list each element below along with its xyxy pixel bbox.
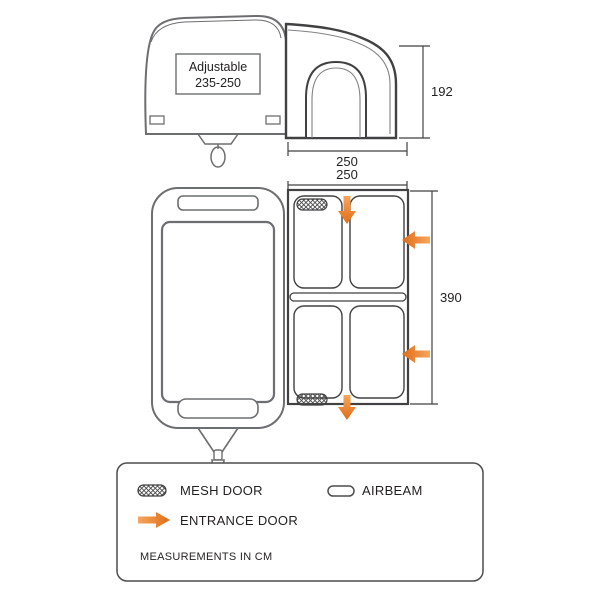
caravan-plan-rear-window (177, 398, 259, 419)
airbeam-icon (327, 485, 355, 497)
plan-depth-dim-value: 390 (440, 290, 462, 305)
caravan-hitch-bracket (196, 133, 240, 145)
width-dimension-250-plan (287, 181, 408, 189)
entrance-door-arrow-right-upper (402, 231, 430, 249)
awning-cell-bottom-right (349, 305, 405, 399)
awning-cell-top-right (349, 195, 405, 289)
plan-width-dim-value: 250 (336, 167, 358, 182)
hitch-frame-right (221, 427, 239, 453)
mesh-door-icon (137, 484, 167, 497)
caravan-label-box (175, 53, 261, 95)
awning-door-arch-inner (311, 67, 361, 138)
entrance-door-arrow-top (338, 196, 356, 224)
awning-plan-view (286, 188, 410, 406)
entrance-door-arrows (338, 196, 430, 420)
legend-mesh-door-label: MESH DOOR (180, 483, 263, 498)
plan-view: 250 390 (151, 167, 462, 476)
caravan-plan-view (151, 187, 285, 476)
caravan-marker-right (265, 115, 281, 125)
awning-door-arch-outer (305, 60, 367, 139)
caravan-adjustable-label-line2: 235-250 (195, 76, 241, 90)
caravan-plan-floor (160, 220, 276, 404)
hitch-stem (213, 449, 223, 461)
entrance-door-arrow-right-lower (402, 345, 430, 363)
caravan-marker-left (149, 115, 165, 125)
legend-measurements-note: MEASUREMENTS IN CM (140, 551, 273, 563)
entrance-door-arrow-bottom (338, 395, 356, 420)
caravan-side-view (144, 14, 287, 168)
legend-airbeam-label: AIRBEAM (362, 483, 423, 498)
caravan-roof-inner-line (150, 19, 282, 43)
legend-box (116, 462, 484, 582)
mesh-door-icon-bottom (296, 393, 328, 406)
caravan-adjustable-label-line1: Adjustable (189, 60, 247, 74)
awning-cell-top-left (293, 195, 343, 289)
awning-side-view (284, 22, 398, 140)
side-view: Adjustable 235-250 192 250 (144, 14, 453, 169)
hitch-frame-left (197, 427, 215, 453)
legend-entrance-door-label: ENTRANCE DOOR (180, 513, 298, 528)
width-dimension-250-side (287, 142, 408, 156)
awning-side-inner-line (287, 29, 391, 134)
depth-dimension-390 (410, 190, 438, 405)
awning-plan-outline (286, 188, 410, 406)
height-dim-value: 192 (431, 84, 453, 99)
caravan-plan-front-window (177, 195, 259, 211)
entrance-door-icon (138, 512, 170, 528)
side-width-dim-value: 250 (336, 154, 358, 169)
legend: MESH DOOR AIRBEAM ENTRANCE DOOR MEASUREM… (116, 462, 484, 582)
airbeam-middle (289, 292, 407, 302)
height-dimension-192 (399, 45, 430, 139)
mesh-door-icon-top (296, 198, 328, 211)
caravan-jockey-wheel (210, 146, 226, 168)
